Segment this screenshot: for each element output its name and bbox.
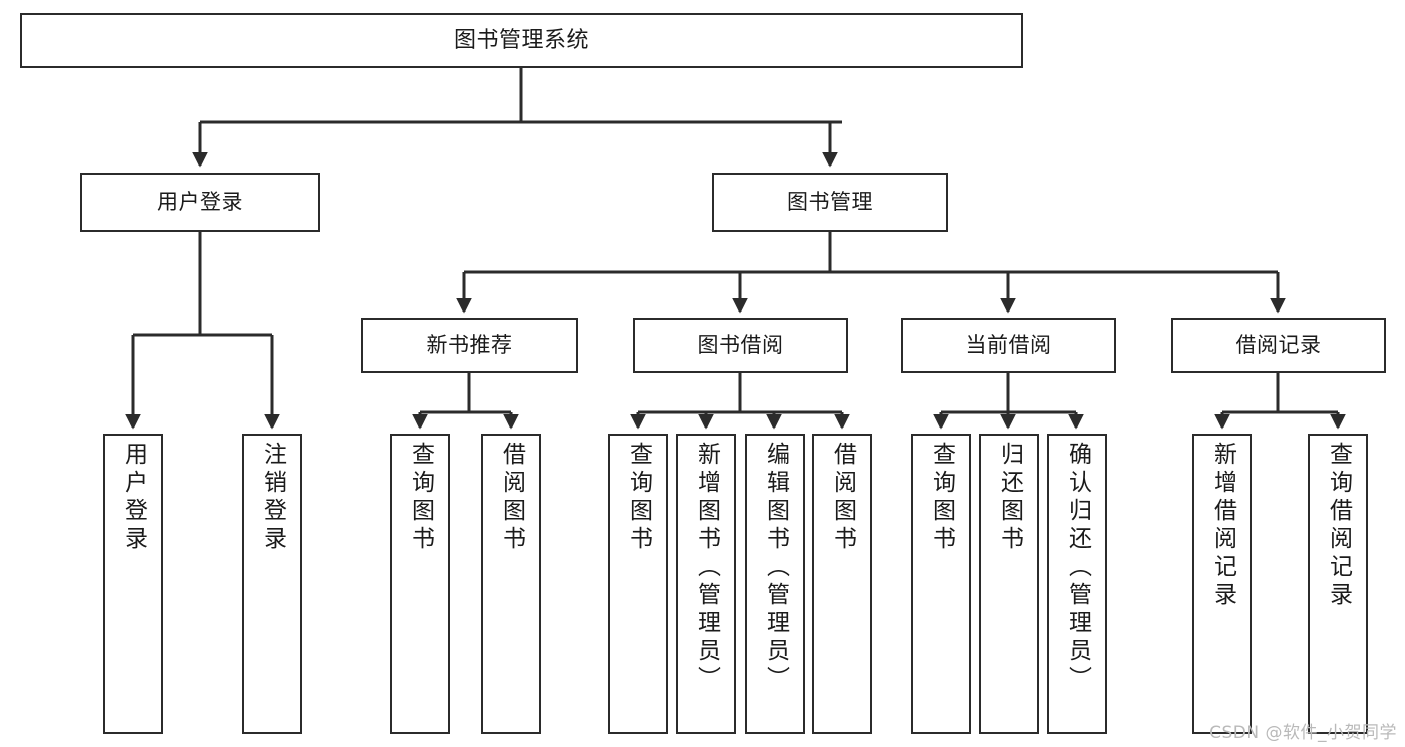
- node-label: 查询图书: [407, 442, 434, 554]
- node-label: 查询图书: [625, 442, 652, 554]
- node-borrow-records[interactable]: 借阅记录: [1171, 318, 1386, 373]
- node-label: 查询借阅记录: [1325, 442, 1352, 610]
- node-label: 用户登录: [120, 442, 147, 554]
- leaf-query-books-recommendation[interactable]: 查询图书: [390, 434, 450, 734]
- node-label: 借阅图书: [498, 442, 525, 554]
- leaf-borrow-books[interactable]: 借阅图书: [812, 434, 872, 734]
- leaf-add-book-admin[interactable]: 新增图书（管理员）: [676, 434, 736, 734]
- node-new-book-recommendation[interactable]: 新书推荐: [361, 318, 578, 373]
- leaf-logout[interactable]: 注销登录: [242, 434, 302, 734]
- node-label: 新增图书（管理员）: [693, 442, 720, 694]
- node-label: 注销登录: [259, 442, 286, 554]
- leaf-query-borrow-record[interactable]: 查询借阅记录: [1308, 434, 1368, 734]
- node-label: 图书管理系统: [453, 27, 589, 53]
- leaf-edit-book-admin[interactable]: 编辑图书（管理员）: [745, 434, 805, 734]
- node-label: 确认归还（管理员）: [1064, 442, 1091, 694]
- node-book-borrowing[interactable]: 图书借阅: [633, 318, 848, 373]
- leaf-borrow-books-recommendation[interactable]: 借阅图书: [481, 434, 541, 734]
- node-label: 用户登录: [157, 190, 243, 215]
- node-label: 归还图书: [996, 442, 1023, 554]
- csdn-watermark: CSDN @软件_小贺同学: [1209, 723, 1397, 743]
- node-user-login[interactable]: 用户登录: [80, 173, 320, 232]
- node-label: 图书借阅: [697, 333, 784, 358]
- node-label: 新书推荐: [426, 333, 513, 358]
- leaf-user-login[interactable]: 用户登录: [103, 434, 163, 734]
- node-label: 新增借阅记录: [1209, 442, 1236, 610]
- leaf-query-books-borrowing[interactable]: 查询图书: [608, 434, 668, 734]
- node-label: 当前借阅: [965, 333, 1052, 358]
- leaf-query-books-current[interactable]: 查询图书: [911, 434, 971, 734]
- node-label: 图书管理: [787, 190, 873, 215]
- node-label: 借阅记录: [1235, 333, 1322, 358]
- leaf-confirm-return-admin[interactable]: 确认归还（管理员）: [1047, 434, 1107, 734]
- leaf-return-books[interactable]: 归还图书: [979, 434, 1039, 734]
- leaf-add-borrow-record[interactable]: 新增借阅记录: [1192, 434, 1252, 734]
- node-current-borrowing[interactable]: 当前借阅: [901, 318, 1116, 373]
- node-book-management[interactable]: 图书管理: [712, 173, 948, 232]
- node-label: 编辑图书（管理员）: [762, 442, 789, 694]
- node-book-management-system[interactable]: 图书管理系统: [20, 13, 1023, 68]
- node-label: 借阅图书: [829, 442, 856, 554]
- node-label: 查询图书: [928, 442, 955, 554]
